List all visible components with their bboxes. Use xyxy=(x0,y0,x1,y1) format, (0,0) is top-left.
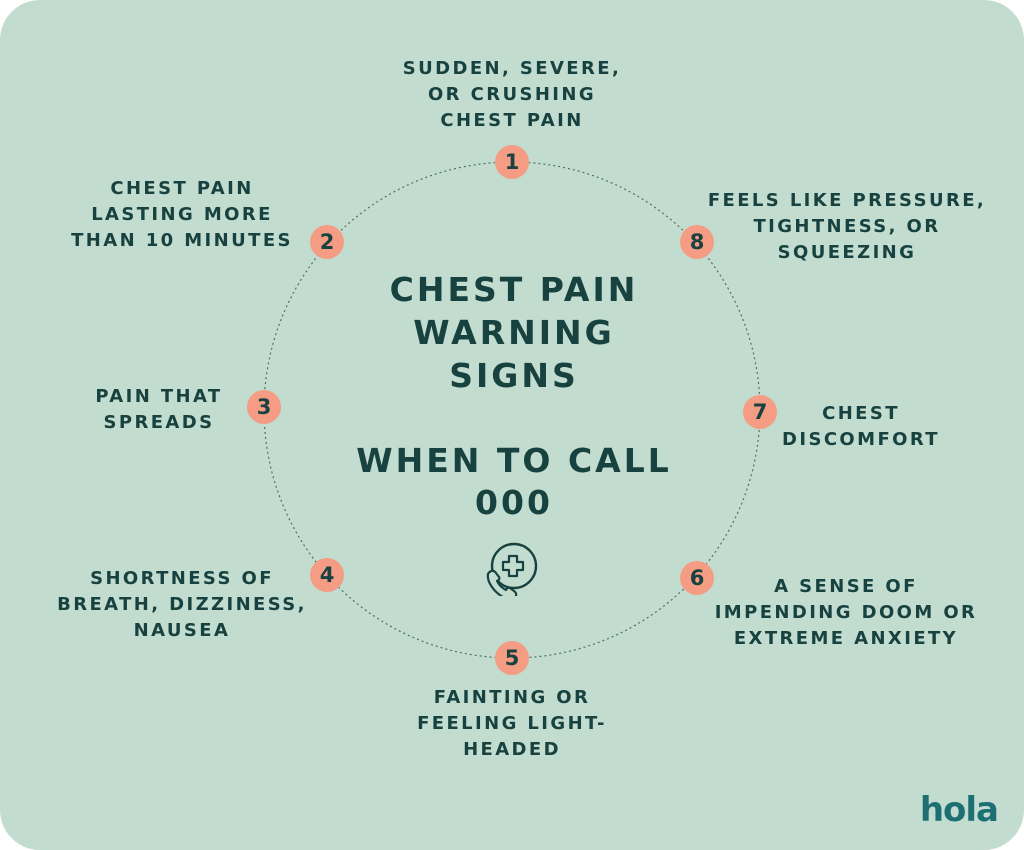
badge-2: 2 xyxy=(310,225,344,259)
sign-label-4: SHORTNESS OF BREATH, DIZZINESS, NAUSEA xyxy=(57,568,307,641)
hola-logo: hola xyxy=(919,790,999,830)
badge-1: 1 xyxy=(495,145,529,179)
badge-3: 3 xyxy=(247,390,281,424)
phone-medical-cross-icon xyxy=(486,542,538,596)
badge-7: 7 xyxy=(743,395,777,429)
main-title: CHEST PAIN WARNING SIGNS xyxy=(389,270,639,395)
badge-5: 5 xyxy=(495,641,529,675)
sign-label-5: FAINTING OR FEELING LIGHT- HEADED xyxy=(417,687,607,760)
sign-label-8: FEELS LIKE PRESSURE, TIGHTNESS, OR SQUEE… xyxy=(707,190,987,263)
badge-4: 4 xyxy=(310,558,344,592)
sign-label-3: PAIN THAT SPREADS xyxy=(95,386,223,433)
sign-label-7: CHEST DISCOMFORT xyxy=(782,403,940,450)
badge-8: 8 xyxy=(680,225,714,259)
sign-label-2: CHEST PAIN LASTING MORE THAN 10 MINUTES xyxy=(71,178,293,251)
sign-label-1: SUDDEN, SEVERE, OR CRUSHING CHEST PAIN xyxy=(402,58,622,131)
badge-6: 6 xyxy=(680,561,714,595)
sign-label-6: A SENSE OF IMPENDING DOOM OR EXTREME ANX… xyxy=(714,576,978,649)
call-subtitle: WHEN TO CALL 000 xyxy=(356,441,672,522)
